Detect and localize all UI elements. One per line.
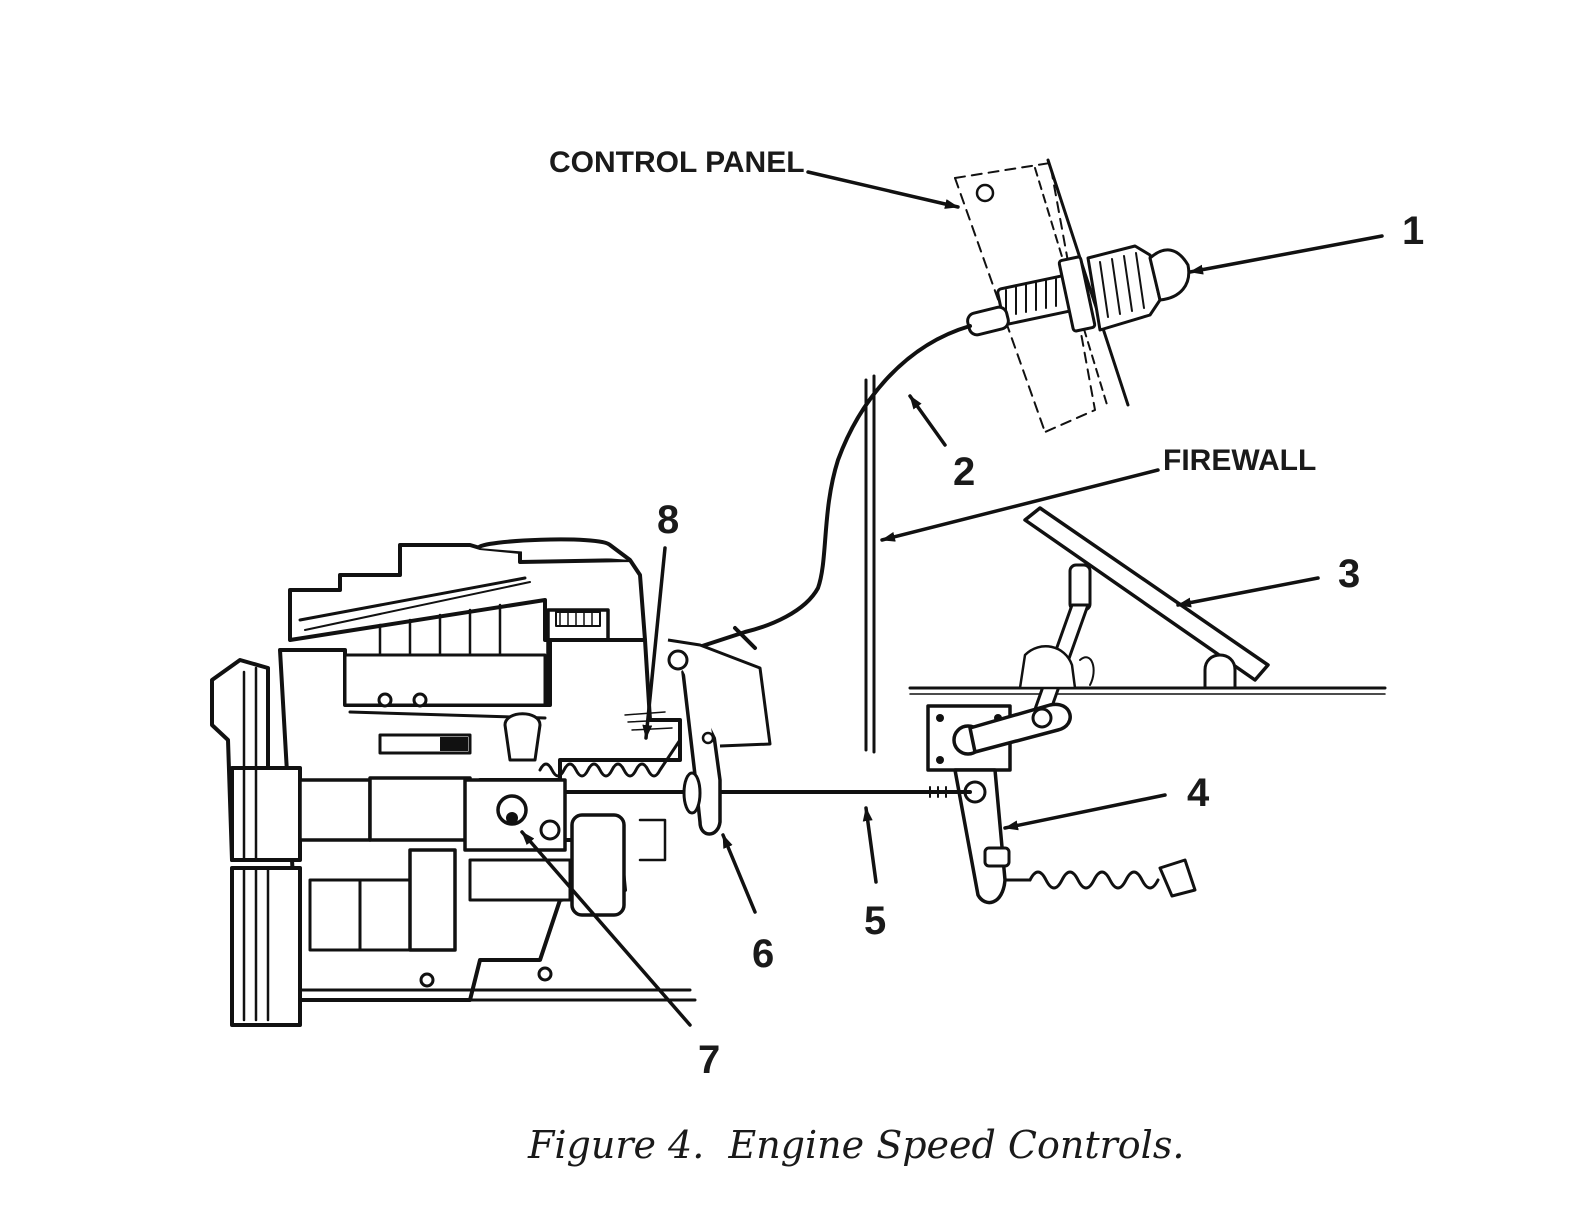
callout-4: 4	[1187, 771, 1210, 815]
callout-3: 3	[1338, 552, 1360, 596]
callout-8-arrow	[642, 546, 667, 740]
firewall-leader	[880, 468, 1160, 542]
control-panel-label: CONTROL PANEL	[549, 146, 805, 179]
callout-2: 2	[953, 450, 975, 494]
figure-caption: Figure 4. Engine Speed Controls.	[527, 1123, 1184, 1167]
callout-6: 6	[752, 932, 774, 976]
callout-2-arrow	[908, 394, 947, 447]
throttle-rod	[558, 786, 972, 798]
throttle-control-knob	[966, 244, 1191, 337]
callout-1: 1	[1402, 209, 1424, 253]
engine-block	[210, 537, 697, 1027]
callout-4-arrow	[1003, 793, 1167, 831]
callout-5-arrow	[862, 806, 878, 884]
callout-7-arrow	[520, 830, 692, 1027]
bellcrank-lever	[926, 702, 1197, 905]
callout-5: 5	[864, 899, 886, 943]
callout-1-arrow	[1188, 234, 1384, 275]
firewall-line	[864, 374, 876, 754]
callout-7: 7	[698, 1038, 720, 1082]
accelerator-pedal	[1018, 506, 1270, 714]
control-cable	[688, 324, 972, 652]
control-panel-leader	[806, 170, 960, 209]
callout-3-arrow	[1176, 576, 1320, 608]
callout-8: 8	[657, 498, 679, 542]
linkage-lever	[667, 626, 772, 836]
callout-6-arrow	[721, 833, 757, 914]
firewall-label: FIREWALL	[1163, 444, 1316, 477]
